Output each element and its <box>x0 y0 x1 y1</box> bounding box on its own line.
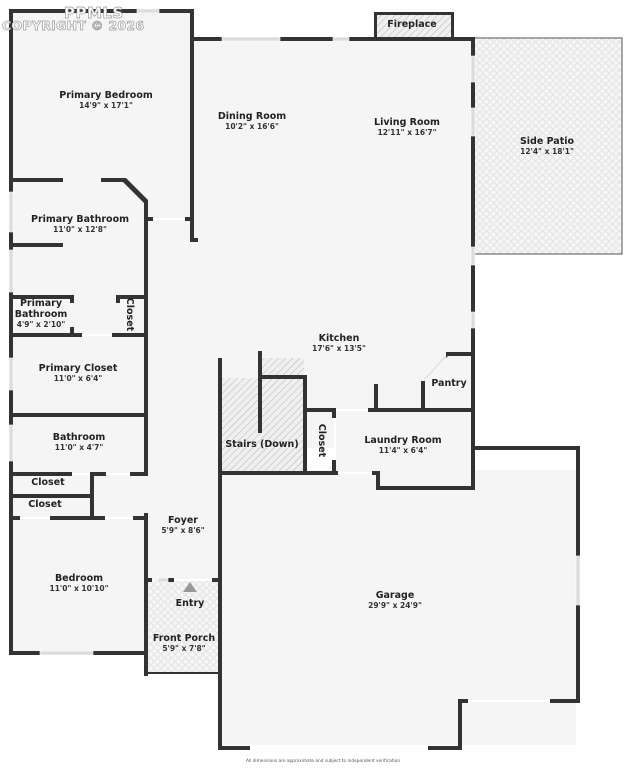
room-front-porch: Front Porch 5'9" x 7'8" <box>152 633 216 654</box>
room-name: Primary Bathroom <box>14 298 68 320</box>
room-name: Primary Bedroom <box>59 90 153 101</box>
room-name: Primary Closet <box>38 363 118 374</box>
disclaimer-text: All dimensions are approximate and subje… <box>246 759 401 764</box>
room-name: Laundry Room <box>364 435 442 446</box>
room-garage: Garage 29'9" x 24'9" <box>368 590 422 611</box>
room-closet-primary-bath: Closet <box>124 297 136 332</box>
room-name: Primary Bathroom <box>31 214 129 225</box>
room-pantry: Pantry <box>431 378 467 390</box>
room-dimensions: 11'0" x 10'10" <box>49 583 109 593</box>
door-openings <box>20 218 550 749</box>
room-dimensions: 4'9" x 2'10" <box>16 319 66 329</box>
room-name: Fireplace <box>387 19 437 30</box>
walls <box>9 9 580 750</box>
entry-arrow-icon <box>183 582 197 592</box>
room-name: Stairs (Down) <box>225 439 299 450</box>
room-dimensions: 10'2" x 16'6" <box>225 121 279 131</box>
room-kitchen: Kitchen 17'6" x 13'5" <box>312 333 366 354</box>
room-name: Pantry <box>431 378 467 389</box>
room-closet-hall-2: Closet <box>28 499 62 511</box>
front-porch-area <box>146 580 218 674</box>
room-dimensions: 11'4" x 6'4" <box>378 445 428 455</box>
windows <box>8 8 581 656</box>
room-dimensions: 29'9" x 24'9" <box>368 600 422 610</box>
room-name: Side Patio <box>519 136 575 147</box>
room-bedroom: Bedroom 11'0" x 10'10" <box>49 573 109 594</box>
side-patio-area <box>473 37 623 255</box>
room-dimensions: 11'0" x 6'4" <box>53 373 103 383</box>
room-dimensions: 11'0" x 4'7" <box>54 442 104 452</box>
watermark: PPMLS COPYRIGHT © 2026 <box>2 4 145 33</box>
room-name: Foyer <box>168 515 198 526</box>
room-dining-room: Dining Room 10'2" x 16'6" <box>217 111 287 132</box>
room-name: Front Porch <box>152 633 216 644</box>
room-dimensions: 11'0" x 12'8" <box>53 224 107 234</box>
room-laundry-room: Laundry Room 11'4" x 6'4" <box>364 435 442 456</box>
room-entry: Entry <box>175 598 205 610</box>
room-name: Closet <box>31 477 65 488</box>
room-living-room: Living Room 12'11" x 16'7" <box>374 117 440 138</box>
room-name: Kitchen <box>318 333 360 344</box>
room-dimensions: 14'9" x 17'1" <box>79 100 133 110</box>
room-name: Closet <box>28 499 62 510</box>
room-foyer: Foyer 5'9" x 8'6" <box>161 515 205 536</box>
room-stairs-down: Stairs (Down) <box>225 439 299 451</box>
room-primary-closet: Primary Closet 11'0" x 6'4" <box>38 363 118 384</box>
room-name: Bathroom <box>52 432 106 443</box>
room-dimensions: 5'9" x 7'8" <box>162 643 206 653</box>
room-closet-laundry: Closet <box>316 423 328 458</box>
room-side-patio: Side Patio 12'4" x 18'1" <box>519 136 575 157</box>
room-name: Garage <box>375 590 415 601</box>
room-primary-bathroom-small: Primary Bathroom 4'9" x 2'10" <box>11 298 71 329</box>
room-name: Entry <box>175 598 205 609</box>
room-dimensions: 12'4" x 18'1" <box>520 146 574 156</box>
watermark-brand: PPMLS <box>64 4 124 22</box>
room-name: Living Room <box>374 117 440 128</box>
fireplace-area <box>377 14 451 38</box>
room-closet-hall-1: Closet <box>31 477 65 489</box>
room-dimensions: 17'6" x 13'5" <box>312 343 366 353</box>
room-bathroom: Bathroom 11'0" x 4'7" <box>52 432 106 453</box>
room-dimensions: 12'11" x 16'7" <box>377 127 437 137</box>
room-primary-bedroom: Primary Bedroom 14'9" x 17'1" <box>59 90 153 111</box>
room-name: Bedroom <box>54 573 104 584</box>
room-primary-bathroom: Primary Bathroom 11'0" x 12'8" <box>31 214 129 235</box>
floor-areas <box>10 10 580 745</box>
watermark-copyright: COPYRIGHT © 2026 <box>2 18 145 33</box>
room-name: Dining Room <box>217 111 287 122</box>
room-dimensions: 5'9" x 8'6" <box>161 525 205 535</box>
room-fireplace: Fireplace <box>387 19 437 31</box>
